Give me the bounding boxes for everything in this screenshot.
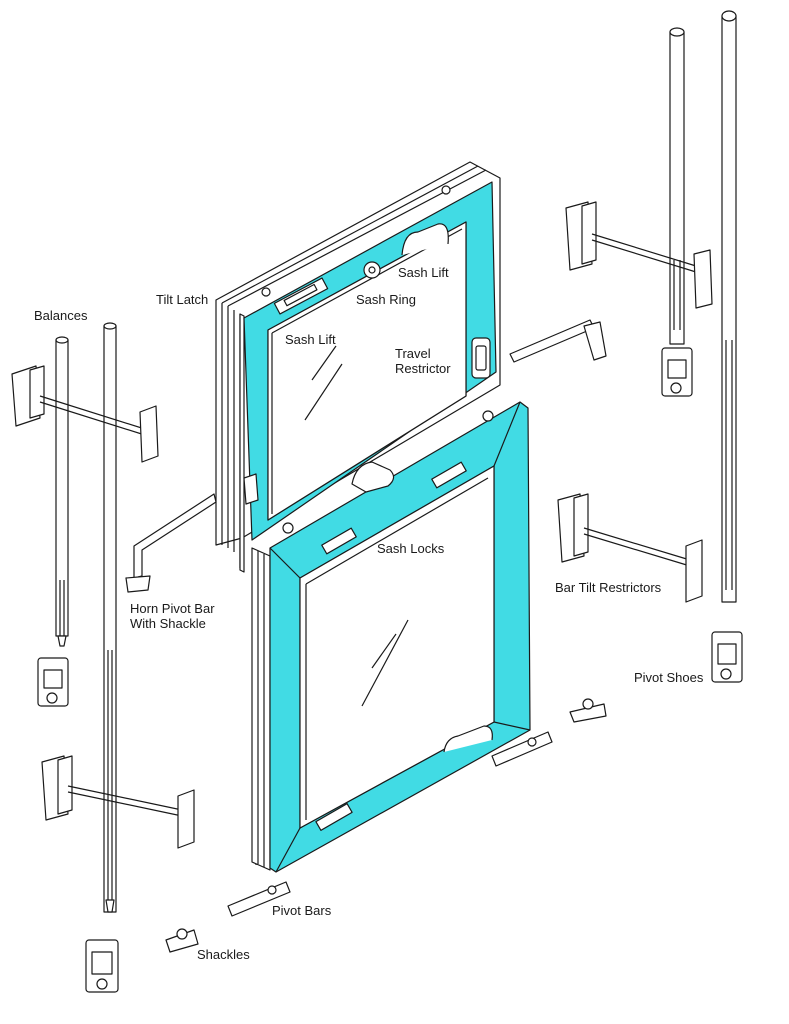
right-balance-front xyxy=(721,10,737,603)
left-balance-back xyxy=(103,322,117,913)
right-pivot-shoe-upper xyxy=(661,347,693,397)
pivot-bar-right xyxy=(491,731,553,767)
lower-sash xyxy=(251,401,531,873)
right-horn-pivot-bar xyxy=(509,319,607,363)
left-bar-tilt-restrictor-upper xyxy=(11,365,159,463)
left-pivot-shoe-lower xyxy=(85,939,119,993)
left-pivot-shoe-upper xyxy=(37,657,69,707)
label-shackles: Shackles xyxy=(197,947,250,962)
upper-sash xyxy=(215,161,501,573)
lower-sash-glass xyxy=(299,465,495,829)
upper-sash-glass xyxy=(267,221,467,521)
label-tilt-latch: Tilt Latch xyxy=(156,292,209,307)
label-horn-pivot-bar: Horn Pivot Bar With Shackle xyxy=(130,601,215,631)
left-bar-tilt-restrictor-lower xyxy=(41,755,195,849)
label-sash-lift-left: Sash Lift xyxy=(285,332,336,347)
left-balance-front xyxy=(55,336,69,647)
right-bar-tilt-restrictor-upper xyxy=(565,201,713,309)
shackle-right xyxy=(569,698,607,723)
label-travel-restrictor: Travel Restrictor xyxy=(395,346,451,376)
label-pivot-bars: Pivot Bars xyxy=(272,903,332,918)
horn-pivot-bar xyxy=(125,493,217,593)
label-sash-locks: Sash Locks xyxy=(377,541,445,556)
label-sash-lift-top: Sash Lift xyxy=(398,265,449,280)
sash-lock-center xyxy=(351,461,395,493)
shackle-left xyxy=(165,928,199,953)
label-balances: Balances xyxy=(34,308,88,323)
right-pivot-shoe-lower xyxy=(711,631,743,683)
pivot-bar-left xyxy=(227,881,291,917)
right-balance-back xyxy=(669,27,685,345)
label-bar-tilt-restrictors: Bar Tilt Restrictors xyxy=(555,580,662,595)
upper-sash-side xyxy=(239,313,245,573)
right-bar-tilt-restrictor-lower xyxy=(557,493,703,603)
label-sash-ring: Sash Ring xyxy=(356,292,416,307)
label-pivot-shoes: Pivot Shoes xyxy=(634,670,704,685)
